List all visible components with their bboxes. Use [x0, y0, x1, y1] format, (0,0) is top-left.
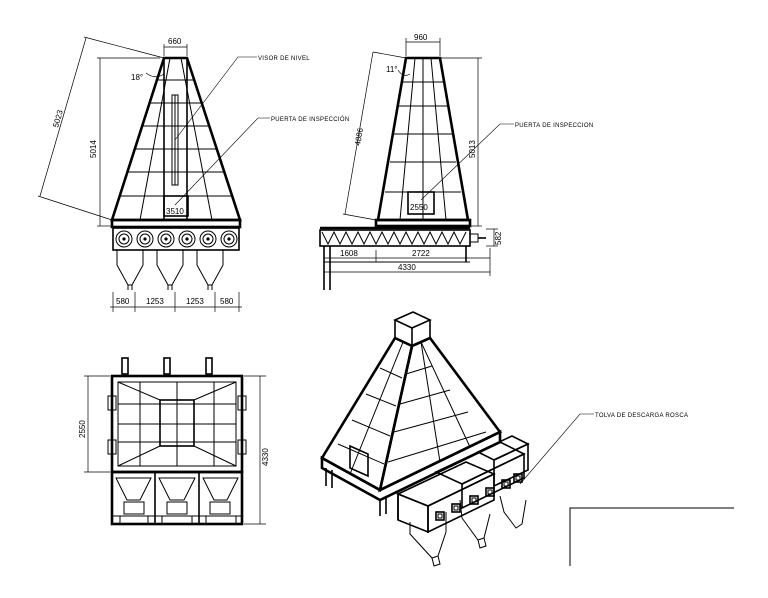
side-base-dim: 2550 [410, 203, 428, 212]
isometric-view: TOLVA DE DESCARGA ROSCA [320, 311, 688, 567]
plan-lower-frame [110, 470, 244, 526]
front-bottom-dim-2: 1253 [146, 297, 164, 306]
plan-width-dim: 2550 [78, 420, 87, 438]
front-view: 660 18° 5014 5023 3510 VISOR DE NIVEL PU… [37, 36, 349, 312]
front-bottom-dim-1: 580 [116, 297, 130, 306]
side-height-dim: 5013 [468, 140, 477, 158]
iso-discharge-hoppers [409, 495, 527, 567]
side-screw-dim: 582 [494, 231, 503, 245]
side-top-dim: 960 [414, 33, 428, 42]
callout-level-sight: VISOR DE NIVEL [258, 56, 310, 62]
front-inspection-door [163, 195, 189, 217]
front-height-dim: 5014 [89, 140, 98, 158]
side-dim-b: 2722 [412, 249, 430, 258]
front-screw-circles [115, 230, 238, 248]
iso-inspection-door [349, 444, 369, 478]
iso-screw-boxes [395, 435, 530, 534]
front-discharge-hoppers [116, 250, 224, 290]
iso-pyramid-right-face [378, 336, 502, 493]
front-top-dim: 660 [168, 37, 182, 46]
iso-pyramid-left-face [320, 336, 414, 492]
callout-discharge-hopper: TOLVA DE DESCARGA ROSCA [595, 413, 688, 419]
side-inspection-door [407, 191, 435, 215]
side-slant-dim: 4886 [353, 127, 365, 147]
title-block-corner [569, 507, 734, 566]
plan-view: 2550 4330 [78, 357, 270, 526]
side-dim-a: 1608 [340, 249, 358, 258]
callout-front-door: PUERTA DE INSPECCIÓN [271, 116, 349, 123]
side-view: 960 11° 4886 5013 2550 PUERTA DE INSPECC… [319, 33, 593, 290]
front-angle-label: 18° [131, 73, 143, 82]
side-dim-total: 4330 [398, 263, 416, 272]
front-bottom-dim-4: 580 [220, 297, 234, 306]
front-bottom-dim-3: 1253 [186, 297, 204, 306]
callout-side-door: PUERTA DE INSPECCION [515, 123, 593, 129]
plan-length-dim: 4330 [261, 448, 270, 466]
front-base-dim: 3510 [166, 207, 184, 216]
side-angle-label: 11° [386, 65, 398, 74]
